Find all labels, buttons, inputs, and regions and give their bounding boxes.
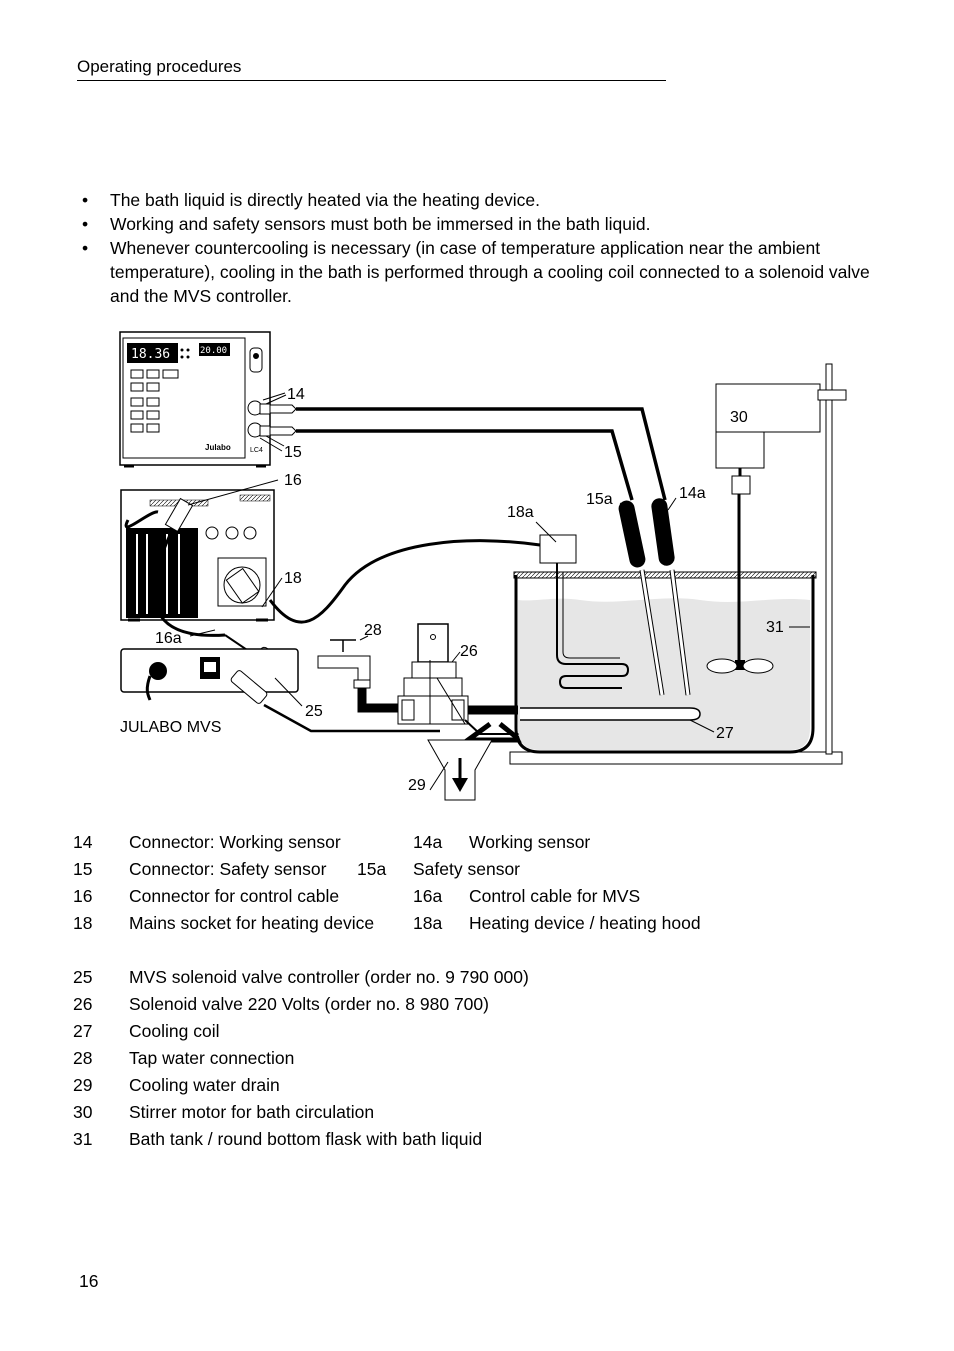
header-title: Operating procedures xyxy=(77,57,242,76)
drain-funnel xyxy=(427,721,528,801)
label-16: 16 xyxy=(284,472,302,489)
controller-unit: 18.36 20.00 Julabo LC4 xyxy=(119,331,271,468)
page-number: 16 xyxy=(79,1271,99,1291)
main-display-value: 18.36 xyxy=(131,347,170,362)
tap xyxy=(317,639,400,713)
label-14: 14 xyxy=(287,386,305,403)
page-header: Operating procedures xyxy=(77,57,666,81)
label-16a: 16a xyxy=(155,630,182,647)
stirrer xyxy=(706,363,847,755)
mvs-caption: JULABO MVS xyxy=(120,719,221,736)
set-display xyxy=(199,343,230,356)
mains-cable xyxy=(268,539,541,624)
main-display xyxy=(127,343,178,363)
bullet-symbol: • xyxy=(82,190,89,210)
heater-unit xyxy=(120,489,275,622)
label-18a: 18a xyxy=(507,504,534,521)
label-28: 28 xyxy=(364,622,382,639)
device-brand: Julabo xyxy=(205,443,231,452)
solenoid-valve xyxy=(397,623,520,735)
label-25: 25 xyxy=(305,703,323,720)
bullet-item: •Whenever countercooling is necessary (i… xyxy=(82,238,870,306)
label-15a: 15a xyxy=(586,491,613,508)
set-display-value: 20.00 xyxy=(200,346,227,356)
bath-tank xyxy=(509,498,843,765)
label-15: 15 xyxy=(284,444,302,461)
label-18: 18 xyxy=(284,570,302,587)
bullet-item: •The bath liquid is directly heated via … xyxy=(82,190,540,210)
bullet-list: •The bath liquid is directly heated via … xyxy=(82,188,902,308)
label-30: 30 xyxy=(730,409,748,426)
label-14a: 14a xyxy=(679,485,706,502)
leader-lines xyxy=(187,392,810,791)
sensor-cables xyxy=(259,394,667,501)
bullet-item: •Working and safety sensors must both be… xyxy=(82,214,651,234)
label-29: 29 xyxy=(408,777,426,794)
label-31: 31 xyxy=(766,619,784,636)
mvs-controller xyxy=(120,648,440,733)
setup-diagram: 18.36 20.00 Julabo LC4 xyxy=(119,331,847,801)
bullet-symbol: • xyxy=(82,238,89,258)
device-model: LC4 xyxy=(250,447,263,454)
bullet-symbol: • xyxy=(82,214,89,234)
label-27: 27 xyxy=(716,725,734,742)
label-26: 26 xyxy=(460,643,478,660)
